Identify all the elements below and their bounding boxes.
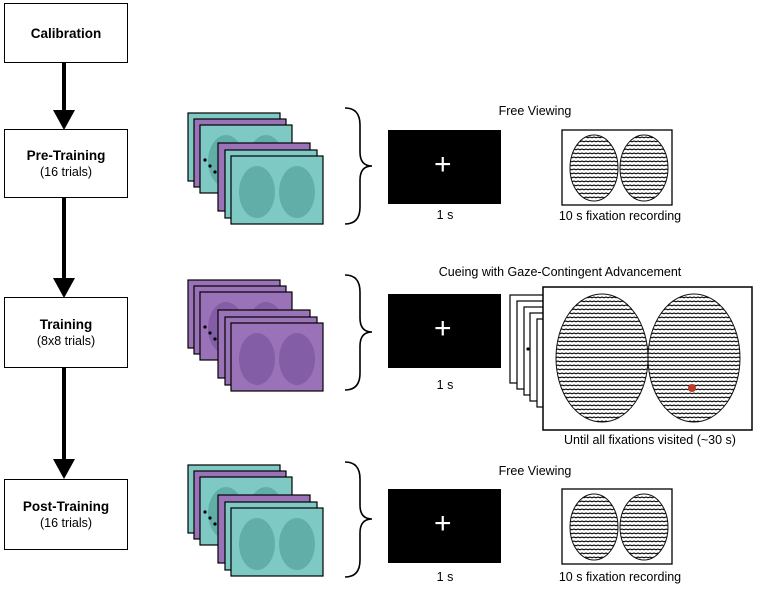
flow-arrow-3 xyxy=(53,367,75,479)
row-header-free-viewing-1: Free Viewing xyxy=(498,104,572,118)
curly-bracket-1 xyxy=(344,107,373,225)
stage-subtitle: (16 trials) xyxy=(39,165,93,179)
cross-duration-2: 1 s xyxy=(436,378,454,392)
curly-bracket-3 xyxy=(344,461,373,578)
stage-post-training: Post-Training (16 trials) xyxy=(4,479,128,550)
stage-training: Training (8x8 trials) xyxy=(4,297,128,368)
fixation-screen-1: + xyxy=(388,130,501,204)
curly-bracket-2 xyxy=(344,274,373,391)
stage-pre-training: Pre-Training (16 trials) xyxy=(4,129,128,198)
flow-arrow-2 xyxy=(53,197,75,298)
stimulus-stack-pre xyxy=(187,112,324,225)
stage-title: Post-Training xyxy=(22,499,110,514)
stage-calibration: Calibration xyxy=(4,3,128,63)
stage-title: Training xyxy=(39,317,93,332)
fixation-cross-icon: + xyxy=(434,507,452,540)
row-header-free-viewing-2: Free Viewing xyxy=(498,464,572,478)
fingerprint-image-pre xyxy=(561,129,673,206)
stage-subtitle: (16 trials) xyxy=(39,516,93,530)
image-caption-training: Until all fixations visited (~30 s) xyxy=(564,433,736,447)
cross-duration-1: 1 s xyxy=(436,208,454,222)
image-caption-pre: 10 s fixation recording xyxy=(558,209,682,223)
stage-title: Calibration xyxy=(30,25,102,41)
image-caption-post: 10 s fixation recording xyxy=(558,570,682,584)
fingerprint-image-stack-training xyxy=(509,286,753,431)
stimulus-stack-post xyxy=(187,464,324,577)
fingerprint-image-post xyxy=(561,488,673,565)
fixation-marker xyxy=(688,384,696,392)
fixation-screen-3: + xyxy=(388,489,501,563)
fixation-screen-2: + xyxy=(388,294,501,368)
cross-duration-3: 1 s xyxy=(436,570,454,584)
flow-arrow-1 xyxy=(53,62,75,130)
row-header-cueing: Cueing with Gaze-Contingent Advancement xyxy=(438,265,682,279)
stage-subtitle: (8x8 trials) xyxy=(36,334,96,348)
fixation-cross-icon: + xyxy=(434,148,452,181)
stage-title: Pre-Training xyxy=(26,148,106,163)
fixation-cross-icon: + xyxy=(434,312,452,345)
stimulus-stack-training xyxy=(187,279,324,392)
